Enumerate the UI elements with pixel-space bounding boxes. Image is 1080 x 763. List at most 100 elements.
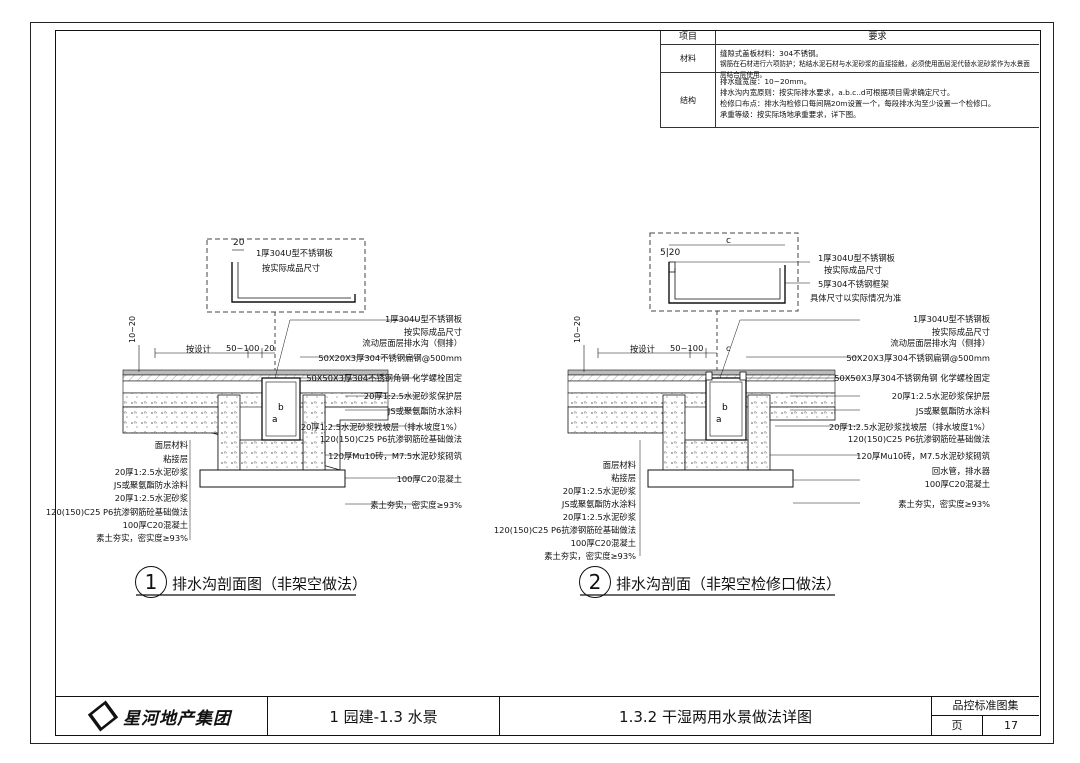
spec-row-text: 排水缝宽度：10~20mm。 排水沟内宽原则：按实际排水要求，a.b.c..d可…: [716, 73, 1039, 127]
spec-row-material: 材料 缝隙式盖板材料：304不锈钢。 钢筋在石材进行六项防护；粘结水泥石材与水泥…: [661, 45, 1039, 79]
outer-frame: [30, 22, 1054, 744]
svg-text:a: a: [716, 415, 722, 425]
svg-text:b: b: [278, 403, 284, 413]
d2-dim: 10~20: [573, 315, 582, 343]
d2-right-label: JS或聚氨酯防水涂料: [915, 406, 990, 416]
d2-top-label: 1厚304U型不锈钢板: [818, 253, 895, 263]
d1-right-label: 流动层面层排水沟（侧排）: [362, 338, 462, 348]
logo-icon: [87, 700, 119, 732]
d2-dim: c: [726, 343, 731, 353]
d1-left-label: 120(150)C25 P6抗渗钢筋砼基础做法: [45, 507, 188, 517]
d1-left-label: 20厚1:2.5水泥砂浆: [114, 493, 188, 503]
spec-row-text: 缝隙式盖板材料：304不锈钢。 钢筋在石材进行六项防护；粘结水泥石材与水泥砂浆的…: [716, 45, 1039, 79]
d2-right-label: 20厚1:2.5水泥砂浆找坡层（排水坡度1%）: [828, 422, 990, 432]
d2-dim: 按设计: [630, 344, 655, 354]
d2-dim: 50~100: [670, 343, 704, 353]
spec-line: 排水沟内宽原则：按实际排水要求，a.b.c..d可根据项目需求确定尺寸。: [720, 88, 955, 97]
d1-left-label: 100厚C20混凝土: [122, 520, 188, 530]
title-block: 星河地产集团 1 园建-1.3 水景 1.3.2 干湿两用水景做法详图 品控标准…: [55, 696, 1039, 735]
d1-right-label: JS或聚氨酯防水涂料: [387, 406, 462, 416]
d2-right-label: 回水管，排水器: [931, 466, 990, 476]
d2-right-label: 1厚304U型不锈钢板: [913, 314, 990, 324]
d2-right-label: 120(150)C25 P6抗渗钢筋砼基础做法: [847, 434, 990, 444]
d1-left-label: 粘接层: [163, 454, 188, 464]
d2-left-label: 20厚1:2.5水泥砂浆: [562, 486, 636, 496]
d1-dim: 50~100: [226, 343, 260, 353]
detail-1-drain-channel: [261, 377, 301, 441]
d1-left-label: 素土夯实，密实度≥93%: [96, 533, 188, 543]
drawing-title: 1.3.2 干湿两用水景做法详图: [500, 697, 932, 735]
d1-dim: 按设计: [186, 344, 211, 354]
svg-text:b: b: [722, 403, 728, 413]
series-name: 品控标准图集: [932, 697, 1039, 716]
d2-right-label: 50X20X3厚304不锈钢扁钢@500mm: [846, 353, 990, 363]
d1-right-label: 120(150)C25 P6抗渗钢筋砼基础做法: [319, 434, 462, 444]
page-info: 品控标准图集 页 17: [932, 697, 1039, 735]
page-number: 17: [1004, 719, 1018, 732]
d1-right-label: 按实际成品尺寸: [403, 327, 462, 337]
company-logo: 星河地产集团: [55, 697, 268, 735]
d2-left-label: 素土夯实，密实度≥93%: [544, 551, 636, 561]
page-label: 页: [932, 716, 983, 735]
detail-2-callout-channel: [668, 262, 786, 304]
detail-2-drain-channel: [705, 377, 747, 441]
d2-top-label: 5厚304不锈钢框架: [818, 279, 889, 289]
spec-col-requirement: 要求: [868, 32, 887, 42]
detail-2-callout-box: [649, 232, 799, 312]
d2-right-label: 流动层面层排水沟（侧排）: [890, 338, 990, 348]
detail-2-base-slab: [647, 469, 794, 488]
svg-text:a: a: [272, 415, 278, 425]
d1-dim: 20: [264, 343, 275, 353]
d2-left-label: 100厚C20混凝土: [570, 538, 636, 548]
spec-line: 承重等级：按实际场地承重要求，详下图。: [720, 110, 861, 119]
d2-left-label: 20厚1:2.5水泥砂浆: [562, 512, 636, 522]
d2-left-label: 120(150)C25 P6抗渗钢筋砼基础做法: [493, 525, 636, 535]
spec-line: 缝隙式盖板材料：304不锈钢。: [720, 49, 823, 58]
d2-top-label: 具体尺寸以实际情况为准: [810, 293, 902, 303]
spec-table: 项目 要求 材料 缝隙式盖板材料：304不锈钢。 钢筋在石材进行六项防护；粘结水…: [660, 31, 1039, 128]
drawing-border: [55, 30, 1041, 736]
section-name: 1 园建-1.3 水景: [268, 697, 500, 735]
d1-top-label: 按实际成品尺寸: [262, 263, 321, 273]
d1-right-label: 1厚304U型不锈钢板: [385, 314, 462, 324]
d1-right-label: 120厚Mu10砖，M7.5水泥砂浆砌筑: [328, 451, 462, 461]
d1-left-label: 面层材料: [154, 440, 188, 450]
spec-col-item: 项目: [661, 31, 716, 44]
detail-2-finish-layer: [567, 369, 836, 376]
detail-1-left-wall: [217, 394, 241, 471]
detail-2-number: 2: [579, 566, 611, 598]
detail-1-caption: 排水沟剖面图（非架空做法）: [172, 575, 368, 593]
d1-right-label: 素土夯实，密实度≥93%: [370, 500, 462, 510]
spec-line: 检修口布点：排水沟检修口每间隔20m设置一个，每段排水沟至少设置一个检修口。: [720, 99, 996, 108]
spec-row-structure: 结构 排水缝宽度：10~20mm。 排水沟内宽原则：按实际排水要求，a.b.c.…: [661, 73, 1039, 127]
d1-dim: 10~20: [128, 315, 137, 343]
spec-line: 排水缝宽度：10~20mm。: [720, 77, 812, 86]
d1-top-label: 1厚304U型不锈钢板: [256, 248, 333, 258]
d2-right-label: 50X50X3厚304不锈钢角钢 化学螺栓固定: [834, 373, 990, 383]
detail-1-base-slab: [199, 469, 346, 488]
d1-right-label: 50X20X3厚304不锈钢扁钢@500mm: [318, 353, 462, 363]
d1-right-label: 20厚1:2.5水泥砂浆保护层: [363, 391, 462, 401]
d2-dim: 5|20: [660, 248, 681, 258]
spec-row-item: 结构: [661, 73, 716, 127]
detail-2-left-wall: [662, 394, 686, 471]
detail-1-callout-box: [206, 238, 366, 313]
d1-dim: 20: [233, 238, 245, 248]
d2-left-label: JS或聚氨酯防水涂料: [561, 499, 636, 509]
logo-text: 星河地产集团: [123, 708, 231, 729]
detail-1-callout-channel: [231, 262, 356, 303]
spec-table-header: 项目 要求: [661, 31, 1039, 45]
detail-2-drawing: b a: [567, 232, 860, 556]
detail-2-right-wall: [747, 394, 771, 471]
d1-right-label: 50X50X3厚304不锈钢角钢 化学螺栓固定: [306, 373, 462, 383]
d1-left-label: JS或聚氨酯防水涂料: [113, 480, 188, 490]
d2-right-label: 100厚C20混凝土: [924, 479, 990, 489]
d1-left-label: 20厚1:2.5水泥砂浆: [114, 467, 188, 477]
d2-top-label: 按实际成品尺寸: [824, 265, 883, 275]
d2-right-label: 120厚Mu10砖，M7.5水泥砂浆砌筑: [856, 451, 990, 461]
detail-1-number: 1: [135, 566, 167, 598]
d2-right-label: 素土夯实，密实度≥93%: [898, 499, 990, 509]
spec-row-item: 材料: [661, 45, 716, 72]
d2-right-label: 按实际成品尺寸: [931, 327, 990, 337]
